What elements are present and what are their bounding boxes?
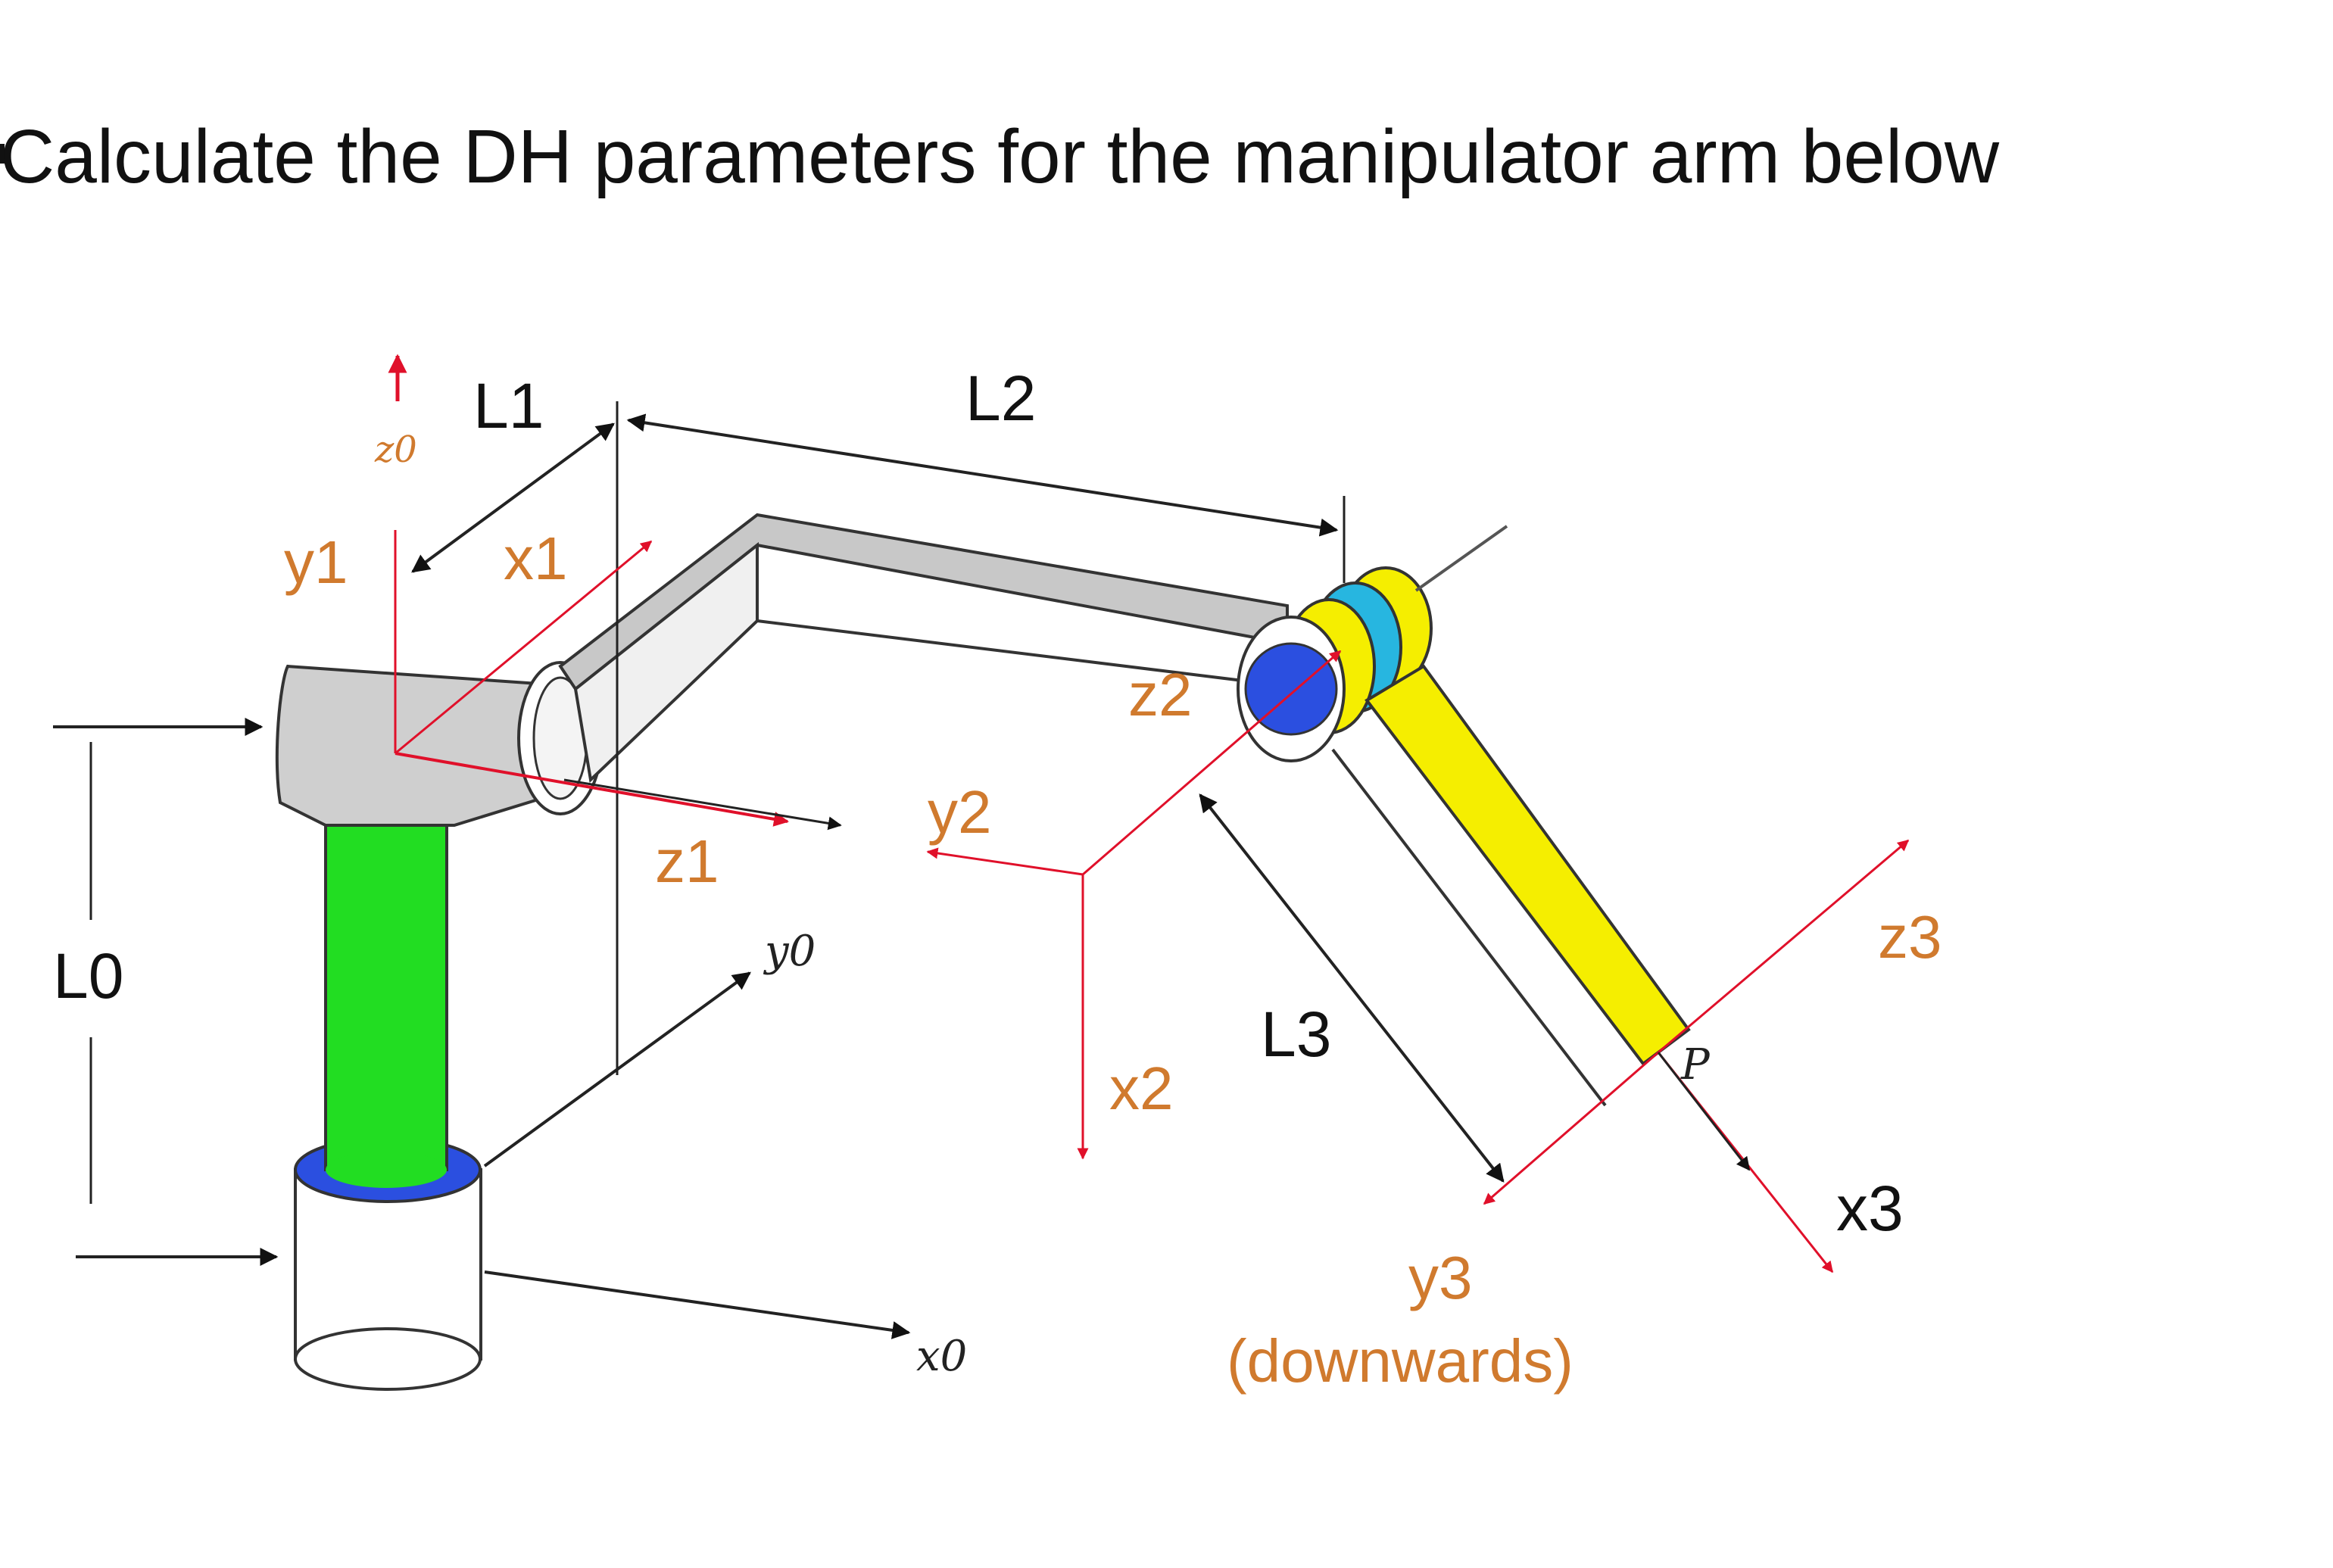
question-text: Calculate the DH parameters for the mani… xyxy=(0,114,2000,199)
link-0 xyxy=(324,816,448,1188)
clipped-question-number xyxy=(0,144,5,164)
frame-2 xyxy=(926,650,1342,1160)
label-y2: y2 xyxy=(928,778,992,846)
y3-axis xyxy=(1483,1051,1659,1205)
dimension-L1 xyxy=(411,401,619,1075)
shoulder-joint xyxy=(275,661,604,827)
frame-1 xyxy=(394,530,842,831)
z3-axis xyxy=(1658,839,1910,1054)
x1-axis xyxy=(395,540,653,755)
label-L2: L2 xyxy=(965,363,1036,434)
label-z1: z1 xyxy=(655,828,719,895)
label-y1: y1 xyxy=(284,528,348,596)
label-y3-note: (downwards) xyxy=(1227,1327,1574,1395)
z1-axis xyxy=(395,752,789,827)
label-y0: y0 xyxy=(763,927,816,976)
dimension-L2 xyxy=(626,413,1346,583)
label-z0: z0 xyxy=(374,429,417,471)
label-z3: z3 xyxy=(1878,903,1942,971)
label-x2: x2 xyxy=(1109,1055,1174,1122)
label-L3: L3 xyxy=(1261,999,1331,1070)
link-2 xyxy=(558,513,1289,784)
elbow-joint xyxy=(1237,566,1433,762)
label-P: P xyxy=(1680,1040,1711,1089)
label-L1: L1 xyxy=(473,370,544,441)
label-x1: x1 xyxy=(504,525,568,592)
label-z2: z2 xyxy=(1128,661,1193,728)
label-x0: x0 xyxy=(916,1332,967,1381)
z2-axis xyxy=(1082,650,1342,876)
label-x3: x3 xyxy=(1836,1173,1904,1244)
dimension-L3 xyxy=(1199,793,1505,1183)
frame-3 xyxy=(1483,839,1910,1273)
label-L0: L0 xyxy=(53,940,123,1012)
label-y3: y3 xyxy=(1408,1244,1473,1311)
x0-axis xyxy=(484,1270,911,1339)
y2-axis xyxy=(926,847,1084,876)
dimension-L0 xyxy=(53,718,279,1266)
